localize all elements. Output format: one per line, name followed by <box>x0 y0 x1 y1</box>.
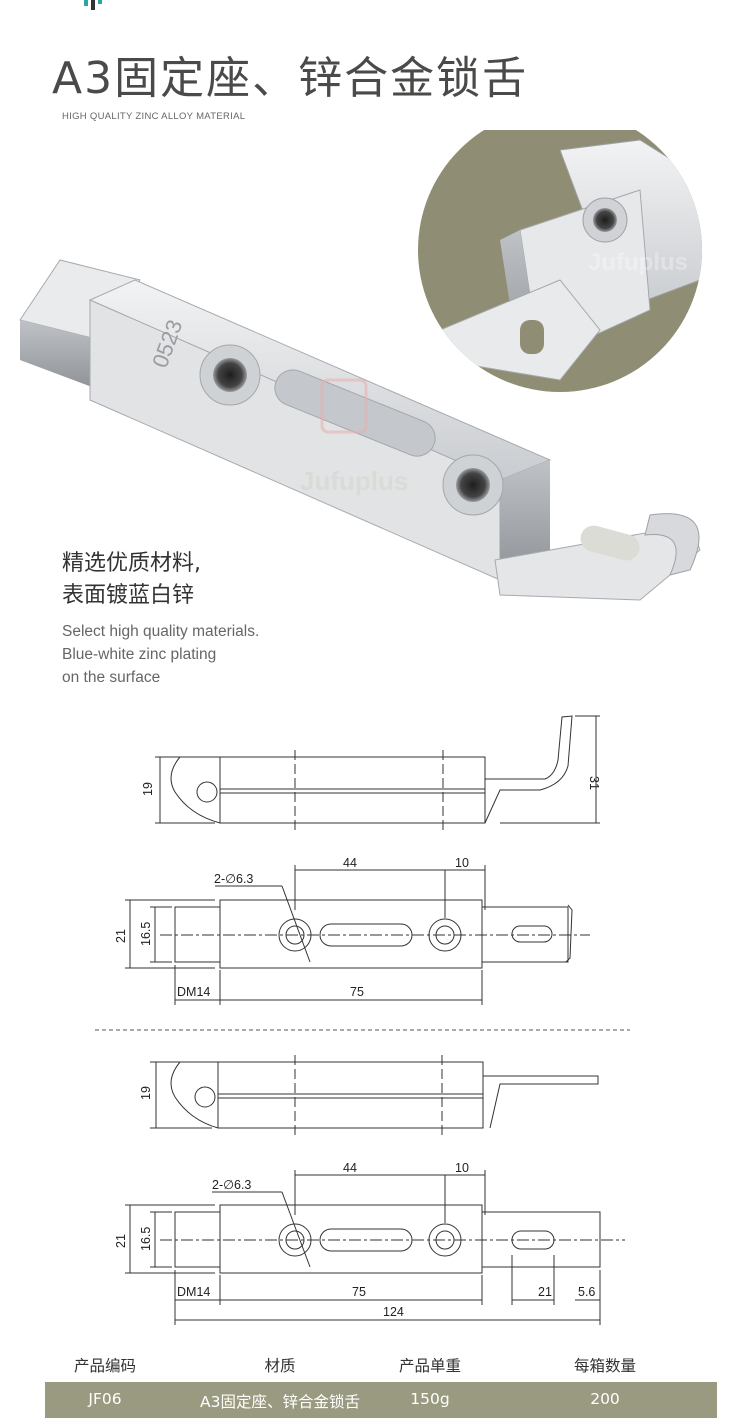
spec-table-row: JF06 A3固定座、锌合金锁舌 150g 200 <box>45 1382 717 1418</box>
d1-thread-label: DM14 <box>177 985 210 999</box>
d2-hole-spacing: 44 <box>343 1161 357 1175</box>
spec-cell-quantity: 200 <box>590 1390 620 1408</box>
d1-width: 21 <box>114 929 128 943</box>
spec-header-code: 产品编码 <box>73 1357 136 1375</box>
d2-total-length: 124 <box>383 1305 404 1319</box>
spec-cell-material: A3固定座、锌合金锁舌 <box>200 1393 360 1411</box>
watermark-text: Jufuplus <box>300 466 408 496</box>
drawing2-side-view <box>150 1055 599 1135</box>
spec-header-material: 材质 <box>264 1357 296 1375</box>
feature-en-line-2: Blue-white zinc plating <box>62 646 217 663</box>
feature-text-cn: 精选优质材料, 表面镀蓝白锌 <box>62 548 201 612</box>
spec-cell-weight: 150g <box>410 1390 450 1408</box>
drawing1-side-view <box>155 715 600 830</box>
drawing1-top-view <box>125 865 590 1005</box>
d1-total-height: 31 <box>587 776 601 790</box>
watermark-logo-icon <box>320 378 368 434</box>
d2-tongue-end: 5.6 <box>578 1285 595 1299</box>
brand-logo-fragment <box>84 0 102 10</box>
d2-side-height: 19 <box>139 1086 153 1100</box>
technical-drawings: 19 31 44 10 2-∅6.3 21 16.5 DM14 75 <box>95 715 630 1325</box>
feature-cn-line-2: 表面镀蓝白锌 <box>62 583 195 608</box>
spec-header-quantity: 每箱数量 <box>573 1357 636 1375</box>
feature-en-line-3: on the surface <box>62 669 161 686</box>
d2-edge-offset: 10 <box>455 1161 469 1175</box>
page-title: A3固定座、锌合金锁舌 <box>52 53 529 104</box>
d1-base-length: 75 <box>350 985 364 999</box>
detail-zoom-circle: Jufuplus <box>418 130 702 392</box>
spec-cell-code: JF06 <box>88 1390 122 1408</box>
d1-edge-offset: 10 <box>455 856 469 870</box>
drawing2-top-view <box>125 1170 625 1325</box>
spec-header-weight: 产品单重 <box>398 1357 461 1375</box>
feature-text-en: Select high quality materials. Blue-whit… <box>62 620 259 689</box>
feature-en-line-1: Select high quality materials. <box>62 623 260 640</box>
d1-hole-label: 2-∅6.3 <box>214 872 253 886</box>
d1-inner-width: 16.5 <box>139 922 153 946</box>
d2-base-length: 75 <box>352 1285 366 1299</box>
bolt-body: 0523 Jufuplus <box>19 259 701 601</box>
d1-hole-spacing: 44 <box>343 856 357 870</box>
page-subtitle: HIGH QUALITY ZINC ALLOY MATERIAL <box>62 111 246 122</box>
feature-cn-line-1: 精选优质材料, <box>62 551 201 576</box>
d2-tongue-length: 21 <box>538 1285 552 1299</box>
watermark-text-zoom: Jufuplus <box>588 249 688 276</box>
d2-hole-label: 2-∅6.3 <box>212 1178 251 1192</box>
d2-inner-width: 16.5 <box>139 1227 153 1251</box>
d1-side-height: 19 <box>141 782 155 796</box>
d2-thread-label: DM14 <box>177 1285 210 1299</box>
product-photo: Jufuplus 0523 Jufuplus <box>19 130 702 601</box>
d2-width: 21 <box>114 1234 128 1248</box>
spec-table-header: 产品编码 材质 产品单重 每箱数量 <box>45 1354 717 1380</box>
